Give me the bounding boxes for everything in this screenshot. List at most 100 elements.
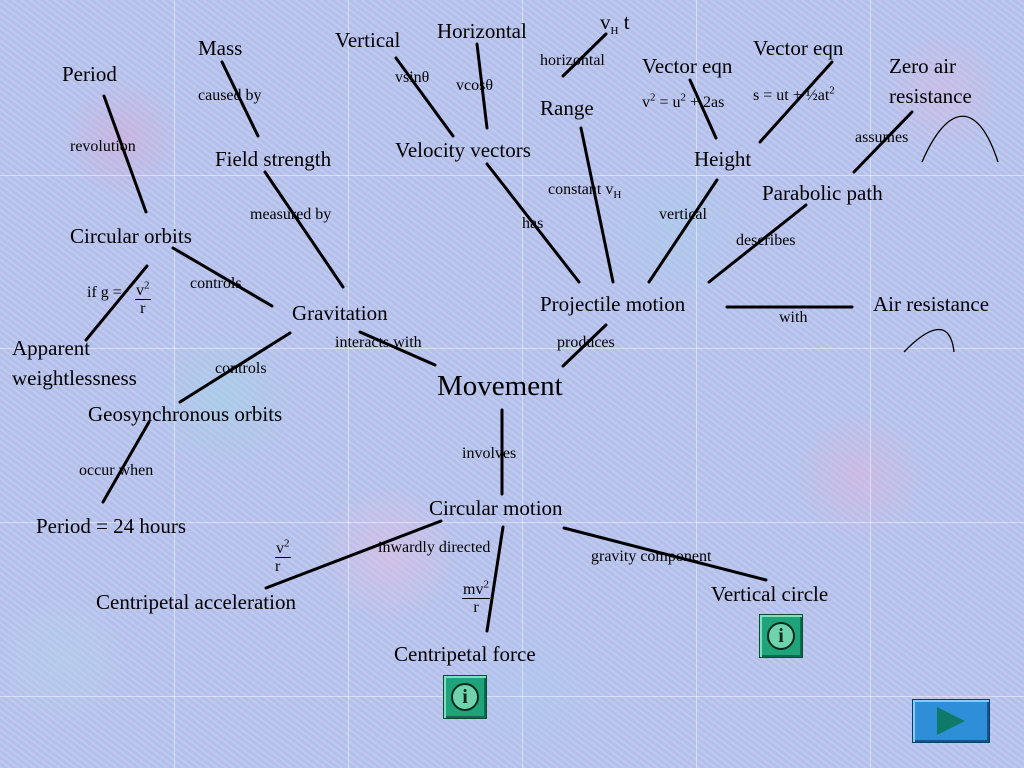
eq-v2-v: v <box>642 94 650 111</box>
node-vertical-circle: Vertical circle <box>711 582 829 606</box>
node-range: Range <box>540 96 594 120</box>
link-field-gravitation <box>263 170 345 289</box>
node-period: Period <box>62 62 117 86</box>
label-caused-by: caused by <box>198 87 262 104</box>
info-icon: i <box>451 683 479 711</box>
label-measured-by: measured by <box>250 206 332 223</box>
air-resistance-curve-icon <box>903 329 955 353</box>
grid-line <box>348 0 349 768</box>
grid-line <box>0 175 1024 176</box>
info-button-vertical-circle[interactable]: i <box>759 614 803 658</box>
link-projectile-movement <box>561 323 608 368</box>
node-movement: Movement <box>437 370 563 402</box>
fraction-if-g-num: v2 <box>135 279 151 300</box>
constant-vh-sub: H <box>613 189 622 202</box>
node-gravitation: Gravitation <box>292 301 388 325</box>
label-revolution: revolution <box>70 138 136 155</box>
next-slide-button[interactable] <box>912 699 990 743</box>
fraction-acceleration-num: v2 <box>275 537 291 558</box>
fraction-acceleration: v2 r <box>275 537 291 575</box>
grid-line <box>0 696 1024 697</box>
label-assumes: assumes <box>855 129 909 146</box>
link-circular-vertical <box>562 526 768 582</box>
node-period-24-hours: Period = 24 hours <box>36 514 187 538</box>
node-vertical: Vertical <box>335 28 401 52</box>
info-icon: i <box>767 622 795 650</box>
link-velocity-projectile <box>485 162 581 284</box>
node-circular-motion: Circular motion <box>429 496 563 520</box>
link-vector-height-2 <box>758 60 834 144</box>
weightlessness-line-1: Apparent <box>12 336 91 360</box>
node-zero-air-resistance: Zero air resistance <box>889 54 972 108</box>
grid-line <box>870 0 871 768</box>
node-air-resistance: Air resistance <box>873 292 990 316</box>
link-circular-orbits-gravitation <box>171 246 274 308</box>
link-gravitation-movement <box>358 330 437 367</box>
label-produces: produces <box>557 334 615 351</box>
label-vsin: vsinθ <box>395 69 430 86</box>
link-vht-range <box>561 32 608 78</box>
node-horizontal: Horizontal <box>437 19 527 43</box>
link-circular-orbits-weightlessness <box>84 264 149 342</box>
node-velocity-vectors: Velocity vectors <box>395 138 531 162</box>
fraction-force-num: mv2 <box>462 578 490 599</box>
zero-air-line-1: Zero air <box>889 54 957 78</box>
info-button-centripetal-force[interactable]: i <box>443 675 487 719</box>
eq-s-text: s = ut + ½at <box>753 87 830 104</box>
node-mass: Mass <box>198 36 243 60</box>
label-gravity-component: gravity component <box>591 548 712 565</box>
link-height-projectile <box>647 178 719 284</box>
link-horizontal-velocity <box>475 42 489 130</box>
fraction-force-den: r <box>473 599 479 616</box>
label-horizontal: horizontal <box>540 52 605 69</box>
label-interacts-with: interacts with <box>335 334 422 351</box>
node-circular-orbits: Circular orbits <box>70 224 192 248</box>
label-with: with <box>779 309 808 326</box>
grid-line <box>696 0 697 768</box>
link-period-circular-orbits <box>102 94 148 214</box>
zero-air-line-2: resistance <box>889 84 972 108</box>
fraction-acceleration-den: r <box>275 558 281 575</box>
label-involves: involves <box>462 445 517 462</box>
constant-vh-text: constant v <box>548 181 614 198</box>
node-vector-eqn-2: Vector eqn <box>753 36 844 60</box>
node-parabolic-path: Parabolic path <box>762 181 883 205</box>
link-geo-period24 <box>101 420 151 504</box>
fraction-if-g-den: r <box>140 300 146 317</box>
grid-line <box>0 522 1024 523</box>
fraction-force: mv2 r <box>462 578 490 616</box>
parabola-icon <box>921 115 999 163</box>
node-centripetal-force: Centripetal force <box>394 642 536 666</box>
grid-line <box>522 0 523 768</box>
link-parabolic-projectile <box>707 203 808 284</box>
fraction-if-g: v2 r <box>135 279 151 317</box>
label-eq-s: s = ut + ½at2 <box>753 84 835 105</box>
eq-v2-end: + 2as <box>686 94 725 111</box>
label-has: has <box>522 215 544 232</box>
node-vector-eqn-1: Vector eqn <box>642 54 733 78</box>
node-height: Height <box>694 147 752 171</box>
label-controls-1: controls <box>190 275 242 292</box>
link-gravitation-geo <box>178 331 292 404</box>
link-range-projectile <box>579 126 615 284</box>
eq-u2-sup: 2 <box>680 91 687 104</box>
link-mass-field-strength <box>220 60 260 138</box>
node-projectile-motion: Projectile motion <box>540 292 686 316</box>
node-centripetal-acceleration: Centripetal acceleration <box>96 590 296 614</box>
label-describes: describes <box>736 232 796 249</box>
grid-line <box>0 348 1024 349</box>
node-geosynchronous-orbits: Geosynchronous orbits <box>88 402 283 426</box>
vh-t-v: v <box>600 10 611 34</box>
link-circular-force <box>485 525 505 633</box>
link-vertical-velocity <box>394 56 455 138</box>
eq-v2-sup: 2 <box>650 91 656 104</box>
weightlessness-line-2: weightlessness <box>12 366 137 390</box>
link-circular-acceleration <box>264 519 443 590</box>
label-vcos: vcosθ <box>456 77 493 94</box>
eq-s-sup: 2 <box>829 84 835 97</box>
node-vh-t: vH t <box>600 10 630 37</box>
label-constant-vh: constant vH <box>548 181 622 202</box>
label-occur-when: occur when <box>79 462 154 479</box>
node-apparent-weightlessness: Apparent weightlessness <box>12 336 137 390</box>
